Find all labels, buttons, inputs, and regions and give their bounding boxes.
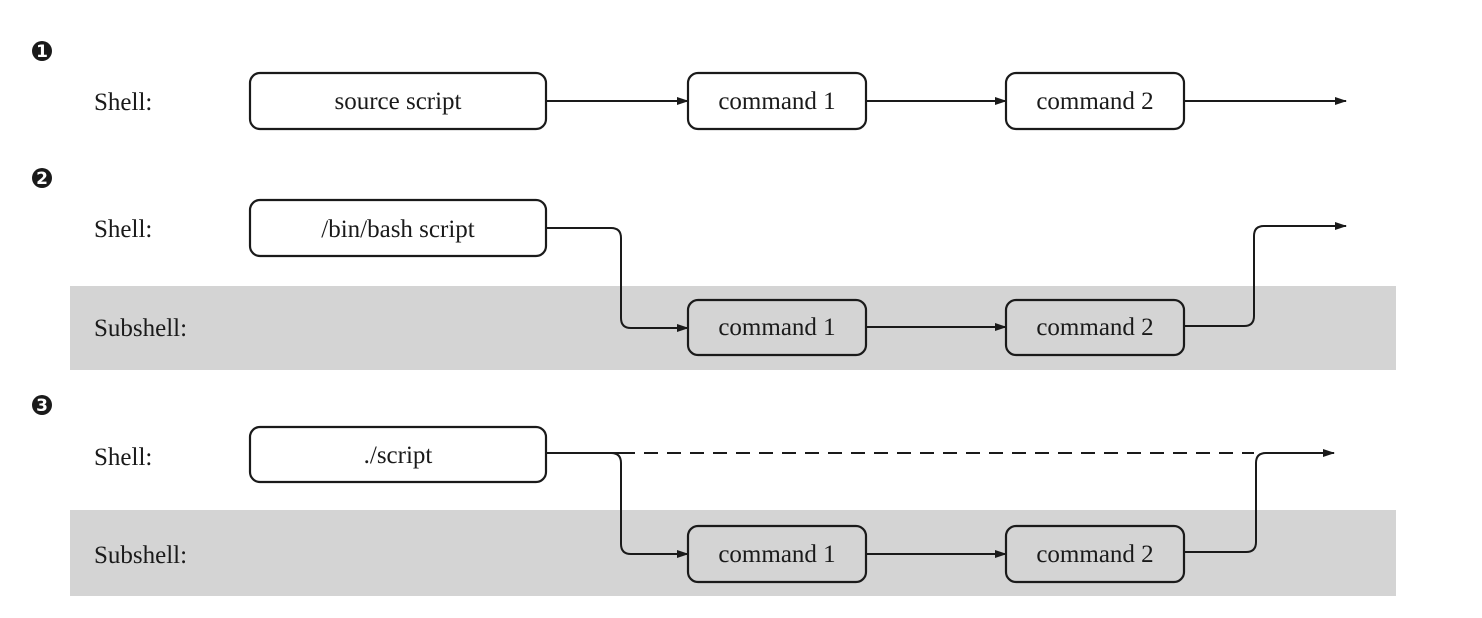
step-marker-1-number: 1: [36, 42, 48, 62]
command-2-label-2: command 2: [1036, 314, 1153, 341]
step-marker-3: [32, 395, 52, 415]
step-marker-2: [32, 168, 52, 188]
bin-bash-script-label: /bin/bash script: [321, 216, 475, 243]
command-1-label-2: command 1: [718, 314, 835, 341]
shell-label-2: Shell:: [94, 216, 152, 243]
command-1-label-1: command 1: [718, 88, 835, 115]
shell-label-1: Shell:: [94, 89, 152, 116]
shell-label-3: Shell:: [94, 444, 152, 471]
step-marker-1: [32, 41, 52, 61]
command-1-label-3: command 1: [718, 541, 835, 568]
arrow-3-up: [1184, 449, 1335, 553]
command-2-box-2: [1004, 298, 1186, 357]
scenario-1: 1 Shell: source script command 1 command…: [32, 41, 1347, 131]
step-marker-3-number: 3: [36, 396, 48, 416]
arrow-2-up: [1184, 222, 1347, 327]
command-2-box-3: [1004, 524, 1186, 584]
source-script-label: source script: [334, 88, 461, 115]
step-marker-2-number: 2: [36, 169, 48, 189]
subshell-label-2: Subshell:: [94, 315, 187, 342]
scenario-3: 3 Shell: Subshell: ./script command 1 co…: [32, 395, 1335, 584]
arrow-3-down: [610, 452, 689, 558]
subshell-label-3: Subshell:: [94, 542, 187, 569]
arrow-2-down: [546, 227, 689, 332]
dot-script-label: ./script: [364, 442, 433, 469]
command-2-label-1: command 2: [1036, 88, 1153, 115]
scenario-2: 2 Shell: Subshell: /bin/bash script comm…: [32, 168, 1347, 357]
dot-script-box: [248, 425, 548, 484]
command-2-label-3: command 2: [1036, 541, 1153, 568]
